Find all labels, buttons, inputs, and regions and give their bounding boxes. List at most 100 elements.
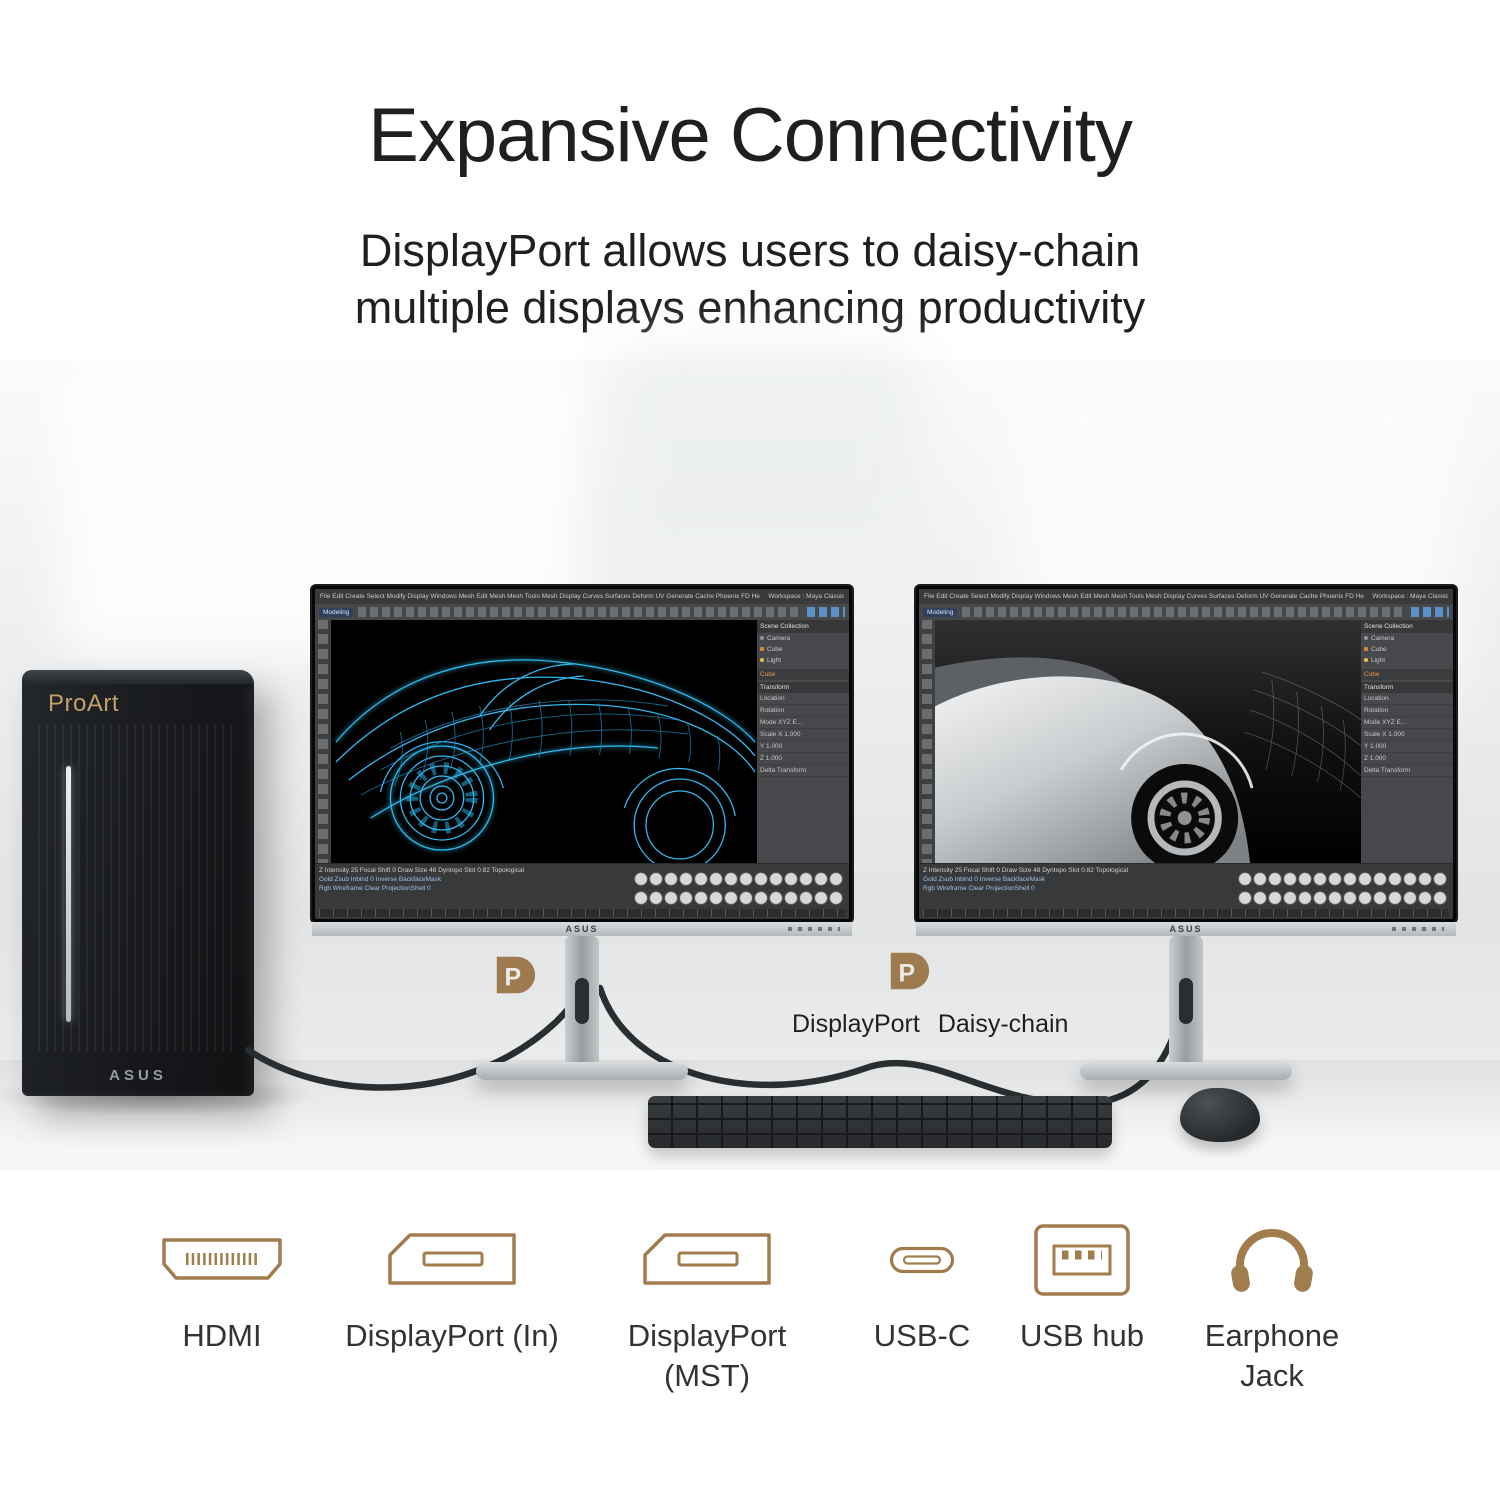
outliner-item-camera: Camera <box>1361 633 1453 644</box>
displayport-logo-icon: P <box>886 948 932 994</box>
timeline-strip <box>923 909 1449 917</box>
port-displayport-in: DisplayPort (In) <box>342 1218 562 1356</box>
app-menubar: File Edit Create Select Modify Display W… <box>919 589 1453 604</box>
monitor-brand-logo: ASUS <box>565 924 599 934</box>
toolbar-snap-icons <box>1411 607 1449 617</box>
subtitle-line-1: DisplayPort allows users to daisy-chain <box>359 225 1141 276</box>
port-label: USB-C <box>873 1318 971 1353</box>
monitor-brand-logo: ASUS <box>1169 924 1203 934</box>
brush-icons <box>1237 870 1447 908</box>
port-label: Earphone Jack <box>1204 1318 1340 1393</box>
port-label: HDMI <box>182 1318 262 1353</box>
port-label: USB hub <box>1019 1318 1145 1353</box>
brush-icons <box>633 870 843 908</box>
mouse <box>1180 1088 1260 1142</box>
cable-routing-hole <box>575 978 589 1024</box>
panel-row: Location <box>1361 693 1453 705</box>
panel-row: Rotation <box>757 705 849 717</box>
menubar-items: File Edit Create Select Modify Display W… <box>320 593 761 600</box>
shelf-row: Rgb Wireframe Clear ProjectionShell 0 <box>319 885 431 892</box>
selected-object-name: Cube <box>757 669 849 680</box>
port-label: DisplayPort (In) <box>345 1318 559 1353</box>
outliner-title: Scene Collection <box>757 620 849 633</box>
hdmi-icon <box>137 1218 307 1302</box>
monitor-stand-base <box>1080 1062 1292 1080</box>
shelf-row: Rgb Wireframe Clear ProjectionShell 0 <box>923 885 1035 892</box>
displayport-icon <box>597 1218 817 1302</box>
usb-hub-icon <box>1012 1218 1152 1302</box>
port-usb-hub: USB hub <box>1012 1218 1152 1356</box>
monitor-right-screen: File Edit Create Select Modify Display W… <box>916 586 1456 922</box>
menubar-items: File Edit Create Select Modify Display W… <box>924 593 1365 600</box>
panel-row: Z 1.000 <box>1361 753 1453 765</box>
outliner-panel: Scene Collection Camera Cube Light Cube … <box>757 620 849 863</box>
monitor-right: File Edit Create Select Modify Display W… <box>916 586 1456 1086</box>
panel-row: Delta Transform <box>1361 765 1453 777</box>
subtitle-line-2: multiple displays enhancing productivity <box>354 282 1146 333</box>
panel-row: Z 1.000 <box>757 753 849 765</box>
viewport-rendered-car <box>935 620 1361 863</box>
page-subtitle: DisplayPort allows users to daisy-chain … <box>0 222 1500 336</box>
caption-displayport: DisplayPort <box>792 1010 920 1038</box>
outliner-item-light: Light <box>757 655 849 666</box>
shelf-row: Z Intensity 25 Focal Shift 0 Draw Size 4… <box>319 867 525 874</box>
app-menubar: File Edit Create Select Modify Display W… <box>315 589 849 604</box>
panel-row: Y 1.000 <box>757 741 849 753</box>
daisy-chain-caption: DisplayPort Daisy-chain <box>792 1010 1068 1039</box>
monitor-left-screen: File Edit Create Select Modify Display W… <box>312 586 852 922</box>
monitor-bezel-chin: ASUS <box>916 922 1456 936</box>
viewport-wireframe-car <box>331 620 757 863</box>
panel-row: Mode XYZ E... <box>1361 717 1453 729</box>
selected-object-name: Cube <box>1361 669 1453 680</box>
svg-text:P: P <box>504 964 521 992</box>
tool-column <box>919 620 935 863</box>
asus-logo: ASUS <box>109 1067 167 1084</box>
panel-row: Delta Transform <box>757 765 849 777</box>
mode-dropdown: Modeling <box>319 607 354 617</box>
transform-section-title: Transform <box>757 682 849 693</box>
outliner-panel: Scene Collection Camera Cube Light Cube … <box>1361 620 1453 863</box>
panel-row: Rotation <box>1361 705 1453 717</box>
tower-brand-label: ProArt <box>48 690 120 717</box>
app-toolbar: Modeling <box>919 604 1453 620</box>
monitor-bezel-chin: ASUS <box>312 922 852 936</box>
toolbar-snap-icons <box>807 607 845 617</box>
outliner-item-light: Light <box>1361 655 1453 666</box>
brush-shelf-panel: Z Intensity 25 Focal Shift 0 Draw Size 4… <box>315 863 849 919</box>
shelf-row: Gold Zsub Inbind 0 Inverse BackfaceMask <box>319 876 442 883</box>
app-toolbar: Modeling <box>315 604 849 620</box>
displayport-icon <box>342 1218 562 1302</box>
panel-row: Mode XYZ E... <box>757 717 849 729</box>
displayport-logo-icon: P <box>492 952 538 998</box>
port-earphone-jack: Earphone Jack <box>1192 1218 1352 1396</box>
caption-daisy-chain: Daisy-chain <box>937 1010 1069 1038</box>
usb-c-icon <box>852 1218 992 1302</box>
panel-row: Location <box>757 693 849 705</box>
transform-section-title: Transform <box>1361 682 1453 693</box>
cable-routing-hole <box>1179 978 1193 1024</box>
tower-top-edge <box>22 670 254 684</box>
tool-column <box>315 620 331 863</box>
toolbar-icons <box>962 607 1406 617</box>
mode-dropdown: Modeling <box>923 607 958 617</box>
proart-desktop-tower: ProArt ASUS <box>22 670 254 1096</box>
port-label: DisplayPort (MST) <box>627 1318 787 1393</box>
shelf-row: Gold Zsub Inbind 0 Inverse BackfaceMask <box>923 876 1046 883</box>
product-scene: ProArt ASUS File Edit Create Select Modi… <box>0 350 1500 1170</box>
earphone-jack-icon <box>1192 1218 1352 1302</box>
port-hdmi: HDMI <box>137 1218 307 1356</box>
outliner-item-cube: Cube <box>1361 644 1453 655</box>
page-title: Expansive Connectivity <box>368 93 1133 178</box>
brush-shelf-panel: Z Intensity 25 Focal Shift 0 Draw Size 4… <box>919 863 1453 919</box>
svg-text:P: P <box>898 960 915 988</box>
monitor-left: File Edit Create Select Modify Display W… <box>312 586 852 1086</box>
toolbar-icons <box>358 607 802 617</box>
panel-row: Scale X 1.000 <box>1361 729 1453 741</box>
monitor-stand-column <box>565 936 599 1068</box>
timeline-strip <box>319 909 845 917</box>
tower-light-strip <box>66 766 71 1022</box>
monitor-stand-base <box>476 1062 688 1080</box>
monitor-stand-column <box>1169 936 1203 1068</box>
port-usb-c: USB-C <box>852 1218 992 1356</box>
